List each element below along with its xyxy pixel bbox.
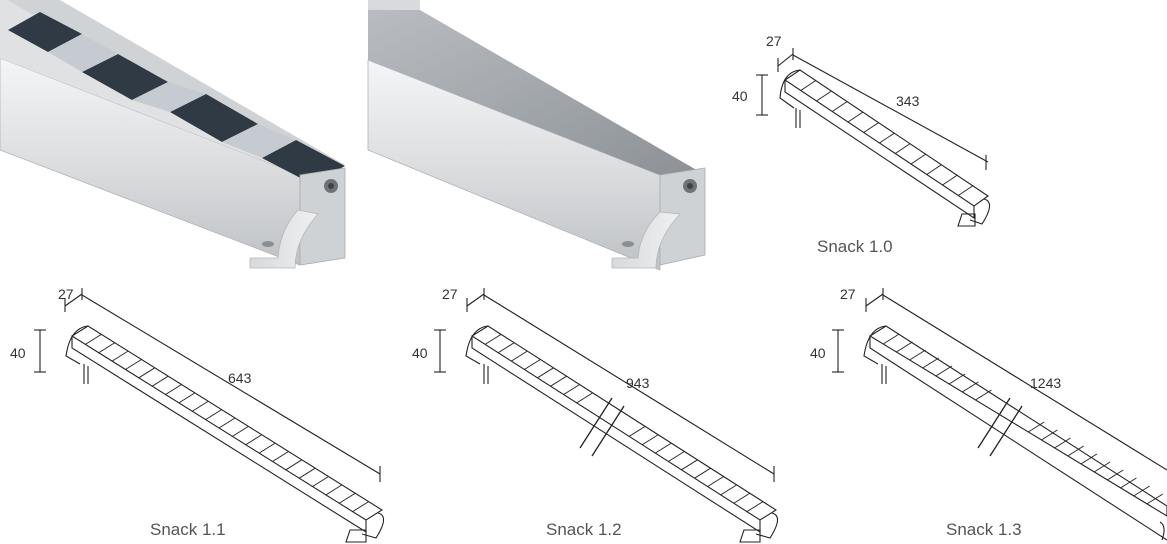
drawing-snack-1-0 (756, 48, 991, 227)
led-segment-line (245, 434, 262, 446)
led-segment-line (205, 409, 222, 421)
led-segment-line (272, 451, 289, 462)
led-segment-line (339, 492, 356, 504)
product-photo-diffuser (367, 0, 706, 271)
led-segment-line (935, 365, 953, 377)
led-segment-line (85, 333, 102, 345)
led-segment-line (694, 467, 711, 479)
led-segment-line (847, 111, 864, 123)
led-segment-line (816, 90, 832, 102)
led-segment-line (298, 467, 316, 479)
led-segment-line (352, 501, 369, 513)
product-photo-open (0, 0, 346, 269)
snack-1-2-length: 943 (626, 375, 650, 391)
led-segment-line (178, 392, 196, 404)
led-segment-line (165, 384, 182, 395)
snack-1-0-height: 40 (732, 88, 748, 104)
led-segment-line (746, 501, 764, 513)
snack-1-3-width: 27 (840, 286, 856, 302)
led-segment-line (800, 80, 816, 91)
led-segment-line (879, 132, 895, 144)
led-segment-line (325, 484, 343, 496)
led-segment-line (655, 442, 672, 454)
led-segment-line (125, 359, 142, 370)
led-segment-line (563, 384, 580, 395)
drawing-snack-1-2 (434, 288, 779, 543)
led-segment-line (882, 333, 900, 345)
led-segment-line (576, 392, 593, 404)
led-segment-line (948, 373, 966, 385)
snack-1-3-length: 1243 (1030, 375, 1061, 391)
led-segment-line (896, 341, 913, 353)
snack-1-3-caption: Snack 1.3 (946, 520, 1022, 539)
snack-1-0-caption: Snack 1.0 (817, 237, 893, 256)
led-segment-line (628, 425, 646, 437)
led-segment-line (720, 484, 737, 496)
snack-1-3-height: 40 (810, 345, 826, 361)
led-segment-line (922, 357, 939, 369)
led-segment-line (1054, 437, 1071, 449)
led-segment-line (537, 367, 554, 379)
led-segment-line (681, 459, 698, 471)
led-segment-line (151, 375, 169, 387)
led-segment-line (942, 174, 958, 186)
led-segment-line (1067, 445, 1084, 457)
led-segment-line (707, 476, 724, 487)
led-segment-line (312, 476, 329, 487)
led-segment-line (1133, 485, 1150, 497)
led-segment-line (1146, 493, 1164, 505)
led-segment-line (1041, 429, 1058, 441)
snack-1-2-caption: Snack 1.2 (546, 520, 622, 539)
snack-1-1-height: 40 (10, 345, 26, 361)
led-segment-line (909, 349, 926, 361)
led-segment-line (733, 492, 751, 504)
led-segment-line (958, 185, 974, 196)
led-segment-line (550, 375, 567, 387)
led-segment-line (111, 350, 129, 362)
led-segment-line (497, 342, 515, 354)
led-segment-line (1107, 469, 1124, 481)
snack-1-0-length: 343 (896, 93, 920, 109)
led-segment-line (962, 381, 979, 393)
drawing-snack-1-3 (832, 288, 1167, 541)
led-segment-line (863, 122, 879, 133)
led-segment-line (98, 342, 115, 354)
led-segment-line (138, 367, 156, 379)
led-segment-line (975, 389, 992, 401)
snack-1-1-length: 643 (228, 370, 252, 386)
snack-1-0-width: 27 (766, 33, 782, 49)
led-segment-line (1093, 461, 1111, 473)
led-segment-line (926, 164, 942, 175)
snack-1-1-caption: Snack 1.1 (150, 520, 226, 539)
snack-1-1-width: 27 (58, 286, 74, 302)
led-segment-line (1027, 421, 1045, 433)
led-segment-line (232, 425, 249, 437)
led-segment-line (511, 350, 528, 362)
led-segment-line (218, 417, 236, 429)
led-segment-line (832, 101, 848, 112)
led-segment-line (641, 434, 659, 446)
snack-1-2-width: 27 (442, 286, 458, 302)
led-segment-line (910, 153, 927, 165)
drawing-snack-1-1 (34, 288, 385, 543)
led-segment-line (285, 459, 303, 471)
led-segment-line (1120, 477, 1137, 489)
led-segment-line (192, 400, 209, 412)
led-segment-line (1080, 453, 1098, 465)
led-segment-line (524, 359, 541, 370)
led-segment-line (895, 143, 911, 154)
led-segment-line (258, 442, 276, 454)
led-segment-line (484, 333, 502, 345)
snack-1-2-height: 40 (412, 345, 428, 361)
led-segment-line (668, 451, 685, 462)
